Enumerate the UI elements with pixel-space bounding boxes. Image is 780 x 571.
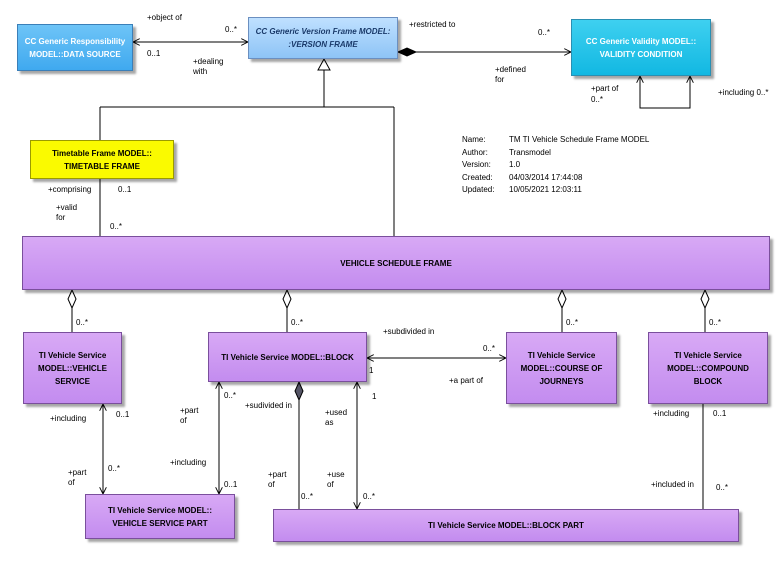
meta-author-key: Author: [462,147,488,157]
role-label: +use of [327,470,345,489]
vehicle-schedule-frame-box[interactable]: VEHICLE SCHEDULE FRAME [22,236,770,290]
role-label: +part of [268,470,287,489]
multiplicity-label: 0..* [566,318,579,327]
role-label: +defined for [495,65,526,84]
composition-diamond-versionframe [396,47,418,57]
role-label: +including [50,414,87,423]
role-label: +dealing with [193,57,224,76]
block-box[interactable]: TI Vehicle Service MODEL::BLOCK [208,332,367,382]
compound-block-box[interactable]: TI Vehicle Service MODEL::COMPOUND BLOCK [648,332,768,404]
multiplicity-label: 0..* [483,344,496,353]
meta-updated-value: 10/05/2021 12:03:11 [509,185,582,194]
role-label: +included in [651,480,694,489]
version-frame-box[interactable]: CC Generic Version Frame MODEL: :VERSION… [248,17,398,59]
multiplicity-label: 0..* [716,483,729,492]
multiplicity-label: 0..* [225,25,238,34]
multiplicity-label: 0..* [591,95,604,104]
multiplicity-label: 0..1 [147,49,161,58]
multiplicity-label: 0..1 [713,409,727,418]
multiplicity-label: 0..* [301,492,314,501]
multiplicity-label: 0..1 [118,185,132,194]
aggregation-diamond-vehicleservice [67,288,77,310]
role-label: +part of [591,84,619,93]
multiplicity-label: 0..* [110,222,123,231]
meta-updated-key: Updated: [462,185,495,194]
meta-version-value: 1.0 [509,160,521,169]
role-label: +used as [325,408,348,427]
edge-validity-self-loop [640,76,690,109]
role-label: +comprising [48,185,92,194]
meta-created-key: Created: [462,172,493,182]
role-label: +part of [68,468,87,487]
validity-condition-box[interactable]: CC Generic Validity MODEL:: VALIDITY CON… [571,19,711,76]
multiplicity-label: 0..* [291,318,304,327]
data-source-box[interactable]: CC Generic Responsibility MODEL::DATA SO… [17,24,133,71]
role-label: +subdivided in [383,327,435,336]
generalization-triangle [317,57,331,71]
role-label: +valid for [56,203,78,222]
aggregation-diamond-block [282,288,292,310]
role-label: +object of [147,13,182,22]
meta-version-key: Version: [462,160,491,169]
multiplicity-label: 0..* [76,318,89,327]
role-label: +including 0..* [718,88,769,97]
timetable-frame-box[interactable]: Timetable Frame MODEL:: TIMETABLE FRAME [30,140,174,179]
composition-diamond-block [294,380,304,402]
role-label: +including [653,409,690,418]
role-label: +a part of [449,376,484,385]
course-of-journeys-box[interactable]: TI Vehicle Service MODEL::COURSE OF JOUR… [506,332,617,404]
multiplicity-label: 1 [369,366,374,375]
block-part-box[interactable]: TI Vehicle Service MODEL::BLOCK PART [273,509,739,542]
meta-created-value: 04/03/2014 17:44:08 [509,172,583,182]
meta-name-value: TM TI Vehicle Schedule Frame MODEL [509,135,650,144]
multiplicity-label: 0..1 [116,410,130,419]
aggregation-diamond-compound [700,288,710,310]
multiplicity-label: 0..* [538,28,551,37]
multiplicity-label: 0..* [363,492,376,501]
role-label: +including [170,458,207,467]
vehicle-service-box[interactable]: TI Vehicle Service MODEL::VEHICLE SERVIC… [23,332,122,404]
role-label: +sudivided in [245,401,292,410]
multiplicity-label: 0..* [108,464,121,473]
aggregation-diamond-course [557,288,567,310]
vehicle-service-part-box[interactable]: TI Vehicle Service MODEL:: VEHICLE SERVI… [85,494,235,539]
meta-name-key: Name: [462,135,486,144]
diagram-metadata: Name:TM TI Vehicle Schedule Frame MODEL … [462,134,649,197]
multiplicity-label: 0..* [224,391,237,400]
multiplicity-label: 1 [372,392,377,401]
multiplicity-label: 0..1 [224,480,238,489]
role-label: +restricted to [409,20,456,29]
role-label: +part of [180,406,199,425]
meta-author-value: Transmodel [509,147,551,157]
multiplicity-label: 0..* [709,318,722,327]
